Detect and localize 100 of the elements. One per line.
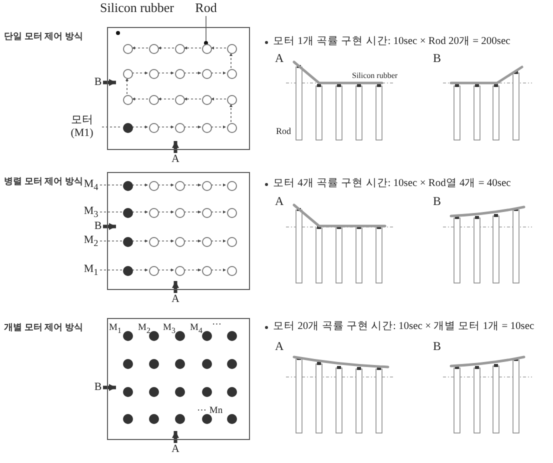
arrow xyxy=(158,268,174,272)
rod-circle xyxy=(202,95,212,105)
callout-text: M$_{1}$ xyxy=(82,263,100,277)
arrow xyxy=(132,239,148,243)
rod-circle xyxy=(175,95,185,105)
arrow xyxy=(132,268,148,272)
arrow xyxy=(210,268,226,272)
arrow xyxy=(229,104,233,122)
rod-dot xyxy=(202,331,212,341)
view-label: B xyxy=(93,220,103,233)
rod-circle xyxy=(175,208,185,218)
label-text: A xyxy=(275,340,284,354)
leader-line xyxy=(204,16,208,45)
rod-circle xyxy=(123,44,133,54)
rod-circle xyxy=(175,69,185,79)
arrow xyxy=(210,183,226,187)
rod-circle xyxy=(149,123,159,133)
label-text: ⋯ xyxy=(212,320,222,330)
arrow xyxy=(132,46,148,50)
label-text: Silicon rubber xyxy=(100,1,174,16)
callout-text: 모터 (M1) xyxy=(62,113,102,141)
arrow xyxy=(125,78,129,94)
view-direction-arrow xyxy=(172,141,179,153)
label-text: 모터 20개 곡률 구현 시간: 10sec × 개별 모터 1개 = 10sec xyxy=(273,321,534,333)
view-label: A xyxy=(170,443,181,456)
rod-circle xyxy=(202,181,212,191)
rod-dot xyxy=(123,181,133,191)
view-direction-arrow xyxy=(103,79,116,86)
rod-dot xyxy=(149,359,159,369)
rod-circle xyxy=(227,181,237,191)
view-direction-arrow xyxy=(103,384,116,391)
arrow xyxy=(210,125,226,129)
leader-line xyxy=(102,126,122,128)
rod-dot xyxy=(123,266,133,276)
arrow xyxy=(184,239,202,243)
rod-dot xyxy=(175,387,185,397)
label-text: B xyxy=(433,340,442,354)
rod-circle xyxy=(202,266,212,276)
rod-dot xyxy=(227,331,237,341)
arrow xyxy=(210,46,226,50)
label-text: B xyxy=(433,195,442,208)
view-label: B xyxy=(93,381,103,394)
arrow xyxy=(158,239,174,243)
rod-circle xyxy=(227,69,237,79)
rod-circle xyxy=(227,208,237,218)
arrow xyxy=(184,46,202,50)
rod-circle xyxy=(149,208,159,218)
arrow xyxy=(210,210,226,214)
rod-circle xyxy=(175,237,185,247)
rod-circle xyxy=(227,44,237,54)
label-text: ⋯ Mn xyxy=(197,406,223,416)
label-text: M$_{4}$ xyxy=(190,323,202,336)
view-direction-arrow xyxy=(172,281,179,293)
rod-dot xyxy=(175,331,185,341)
rod-dot xyxy=(227,387,237,397)
arrow xyxy=(184,183,202,187)
panel-heading: 단일 모터 제어 방식 xyxy=(4,30,83,43)
rod-circle xyxy=(123,95,133,105)
label-text: A xyxy=(275,195,284,208)
rod-circle xyxy=(227,237,237,247)
view-direction-arrow xyxy=(172,431,179,443)
rod-circle xyxy=(175,266,185,276)
arrow xyxy=(184,97,202,101)
arrow xyxy=(229,52,233,68)
label-text: M$_{3}$ xyxy=(163,323,176,336)
label-text: 모터 4개 곡률 구현 시간: 10sec × Rod열 4개 = 40sec xyxy=(273,178,511,190)
arrow xyxy=(158,125,174,129)
rod-dot xyxy=(123,359,133,369)
rod-circle xyxy=(175,181,185,191)
label-text: Silicon rubber xyxy=(352,72,398,81)
leader-line xyxy=(100,240,122,242)
rod-dot xyxy=(202,387,212,397)
arrow xyxy=(132,71,148,75)
arrow xyxy=(210,239,226,243)
rod-dot xyxy=(149,387,159,397)
rod-circle xyxy=(175,44,185,54)
rod-circle xyxy=(149,237,159,247)
rod-circle xyxy=(227,123,237,133)
rod-circle xyxy=(149,95,159,105)
arrow xyxy=(132,183,148,187)
rod-dot xyxy=(123,387,133,397)
arrow xyxy=(184,71,202,75)
rod-dot xyxy=(175,414,185,424)
rod-dot xyxy=(123,237,133,247)
rod-circle xyxy=(123,69,133,79)
label-text: M$_{2}$ xyxy=(138,323,150,336)
rod-circle xyxy=(202,237,212,247)
label-text: B xyxy=(433,52,442,66)
arrow xyxy=(132,125,148,129)
rod-circle xyxy=(202,123,212,133)
arrow xyxy=(184,268,202,272)
rod-circle xyxy=(202,69,212,79)
callout-text: Rod xyxy=(196,1,216,16)
arrow xyxy=(158,46,174,50)
arrow xyxy=(184,125,202,129)
callout-text: M$_{2}$ xyxy=(82,234,100,248)
arrow xyxy=(158,183,174,187)
rod-dot xyxy=(123,208,133,218)
rod-dot xyxy=(123,331,133,341)
label-text: M$_{1}$ xyxy=(109,323,122,336)
